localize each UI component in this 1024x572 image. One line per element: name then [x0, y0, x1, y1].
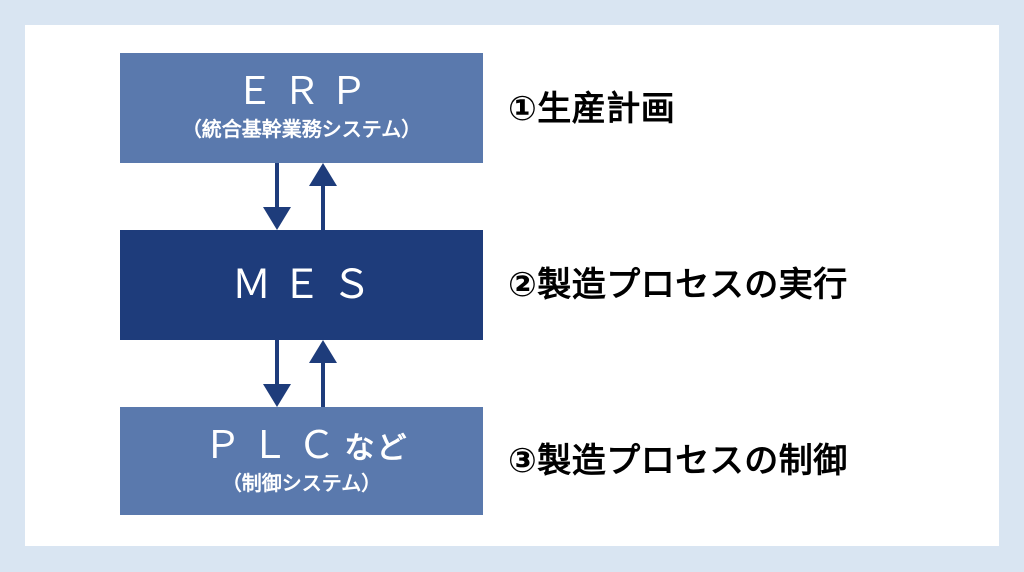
arrow-shaft [321, 186, 325, 230]
connector-mes-plc [250, 340, 370, 407]
step-label-3: ③製造プロセスの制御 [508, 442, 848, 480]
arrow-shaft [275, 340, 279, 384]
step-label-2: ②製造プロセスの実行 [508, 266, 848, 304]
arrow-shaft [275, 163, 279, 207]
layer-box-plc: ＰＬＣなど （制御システム） [120, 407, 483, 515]
erp-title: ＥＲＰ [235, 70, 377, 113]
arrow-head-up-icon [309, 163, 337, 186]
arrow-head-down-icon [263, 207, 291, 230]
mes-title: ＭＥＳ [231, 263, 382, 307]
layer-box-erp: ＥＲＰ （統合基幹業務システム） [120, 53, 483, 163]
plc-subtitle: （制御システム） [221, 473, 382, 496]
step-label-1: ①生産計画 [508, 90, 676, 128]
arrow-shaft [321, 363, 325, 407]
plc-title-main: ＰＬＣ [203, 424, 345, 467]
layer-box-mes: ＭＥＳ [120, 230, 483, 340]
connector-erp-mes [250, 163, 370, 230]
arrow-head-down-icon [263, 384, 291, 407]
arrow-head-up-icon [309, 340, 337, 363]
plc-title: ＰＬＣなど [194, 424, 409, 467]
plc-title-suffix: など [344, 431, 409, 465]
erp-subtitle: （統合基幹業務システム） [181, 119, 422, 142]
